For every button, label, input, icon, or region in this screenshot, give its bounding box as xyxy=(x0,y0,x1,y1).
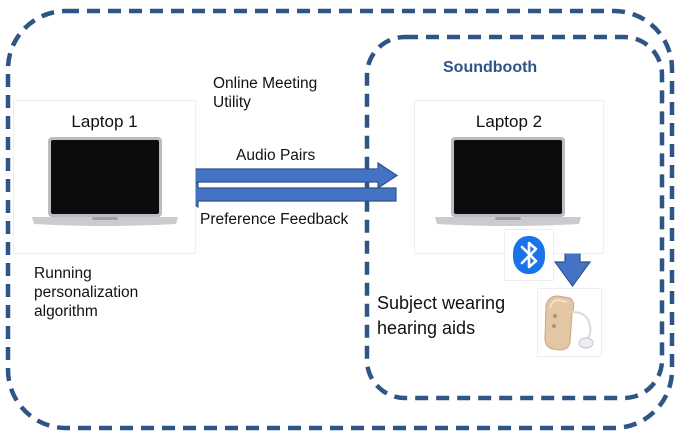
running-line-3: algorithm xyxy=(34,303,98,320)
subject-line-2: hearing aids xyxy=(377,318,476,338)
laptop-1-icon xyxy=(32,137,178,226)
bluetooth-icon xyxy=(513,236,545,274)
running-algorithm-label: Running personalization algorithm xyxy=(34,264,138,321)
preference-feedback-label: Preference Feedback xyxy=(200,211,349,228)
laptop-1-panel: Laptop 1 xyxy=(14,101,195,253)
subject-label: Subject wearing hearing aids xyxy=(377,291,505,341)
soundbooth-title: Soundbooth xyxy=(443,59,538,76)
soundbooth-dashed-border xyxy=(364,34,665,401)
running-line-2: personalization xyxy=(34,284,139,301)
online-meeting-label: Online Meeting Utility xyxy=(213,74,317,112)
bluetooth-panel xyxy=(505,230,553,280)
audio-pairs-label: Audio Pairs xyxy=(236,147,316,164)
laptop-1-title: Laptop 1 xyxy=(71,112,138,131)
hearing-aid-panel xyxy=(538,289,601,356)
preference-feedback-arrow xyxy=(177,180,397,209)
hearing-aid-icon xyxy=(544,295,594,351)
online-meeting-line-1: Online Meeting xyxy=(213,75,318,92)
laptop-2-title: Laptop 2 xyxy=(475,112,543,131)
laptop-2-icon xyxy=(435,137,581,226)
running-line-1: Running xyxy=(34,265,92,282)
audio-pairs-arrow xyxy=(178,161,399,190)
online-meeting-line-2: Utility xyxy=(213,94,251,111)
subject-line-1: Subject wearing xyxy=(377,293,506,313)
outer-dashed-border xyxy=(5,8,675,431)
laptop-2-panel: Laptop 2 xyxy=(415,101,603,253)
